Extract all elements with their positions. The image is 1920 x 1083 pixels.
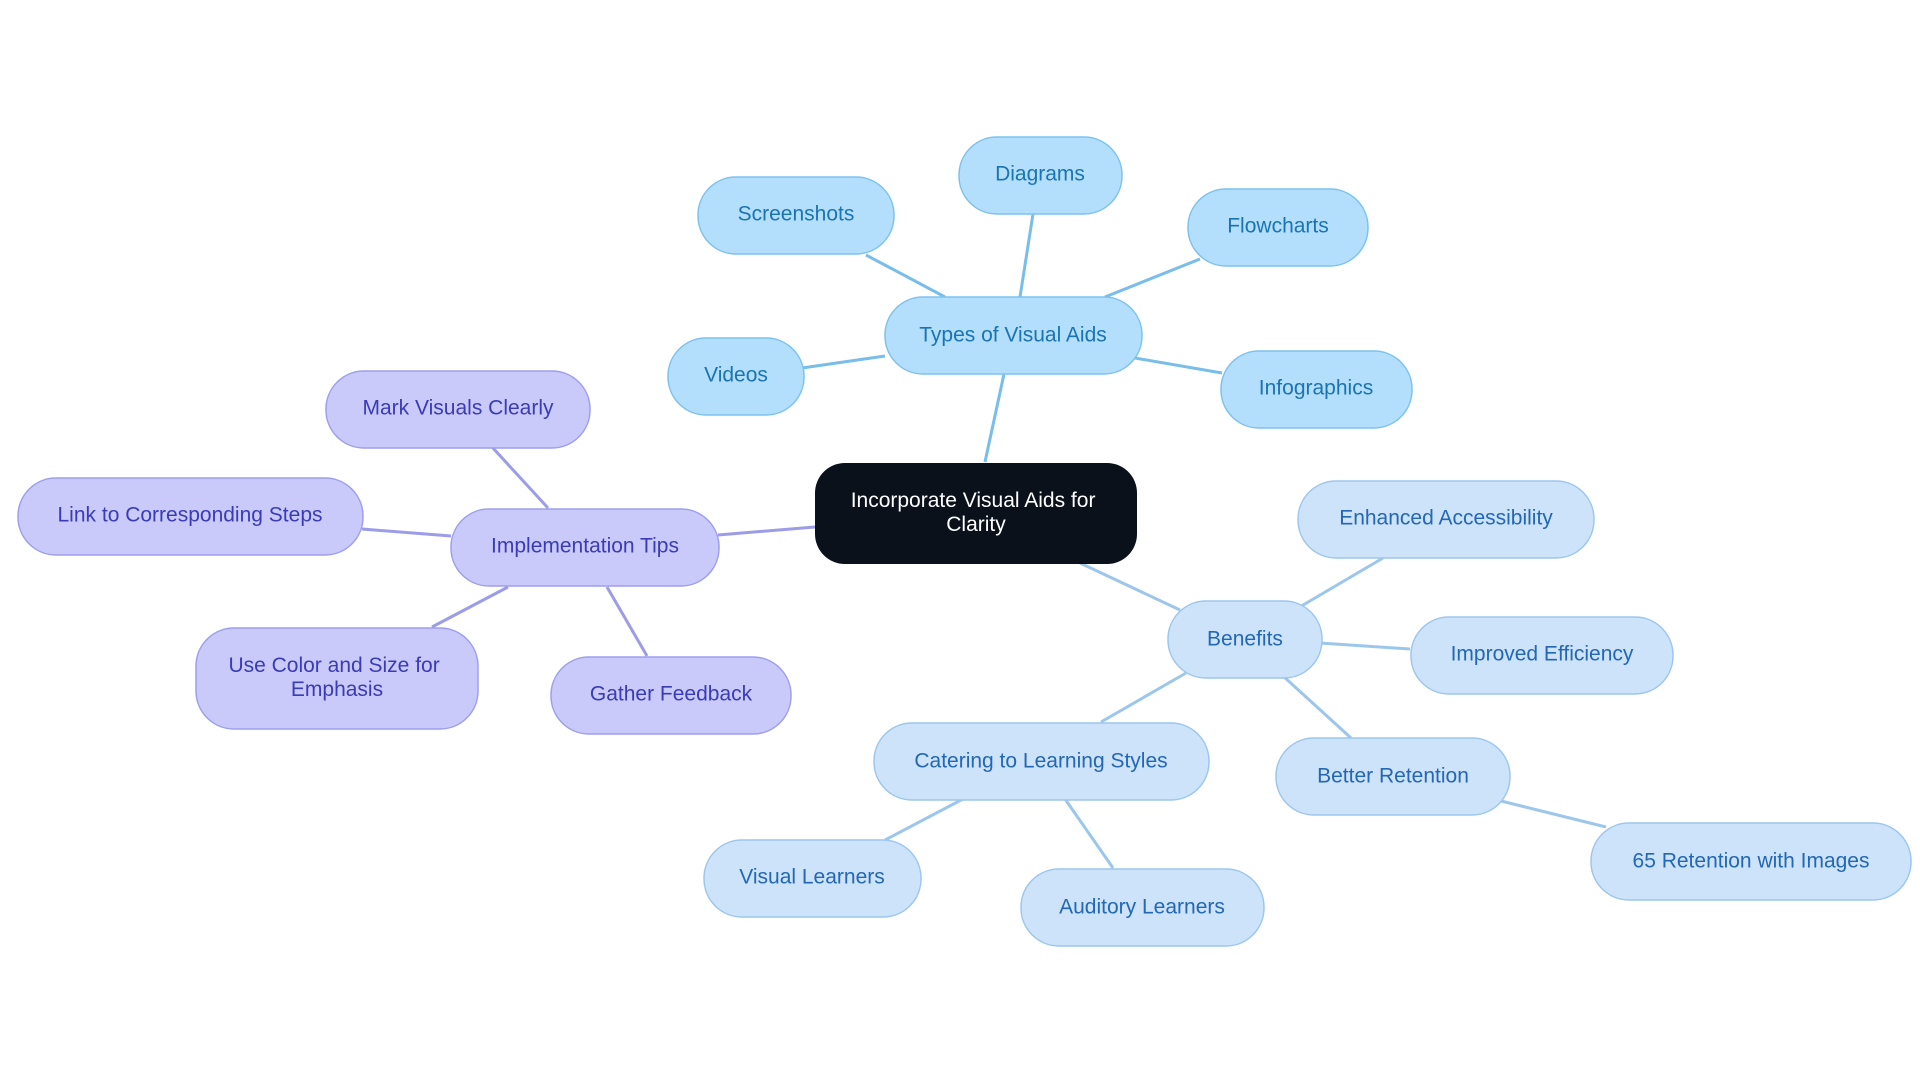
edge-benefits-efficiency <box>1319 641 1411 651</box>
node-videos-shape <box>667 337 805 416</box>
node-learning-styles-label: Catering to Learning Styles <box>914 750 1167 773</box>
node-infographics: Infographics <box>1220 350 1413 429</box>
node-enhanced-accessibility: Enhanced Accessibility <box>1297 480 1595 559</box>
node-link-steps-shape <box>17 477 364 556</box>
edges-tips <box>361 445 816 657</box>
node-better-retention: Better Retention <box>1275 737 1511 816</box>
node-color-size-label-line1: Use Color and Size for <box>228 654 439 677</box>
node-enhanced-accessibility-label: Enhanced Accessibility <box>1339 507 1553 530</box>
node-types: Types of Visual Aids <box>884 296 1143 375</box>
node-improved-efficiency: Improved Efficiency <box>1410 616 1674 695</box>
node-screenshots: Screenshots <box>697 176 895 255</box>
node-auditory-learners: Auditory Learners <box>1020 868 1265 947</box>
node-color-size-shape <box>195 627 479 730</box>
node-retention-images-shape <box>1590 822 1912 901</box>
node-auditory-learners-label: Auditory Learners <box>1059 896 1225 919</box>
node-infographics-shape <box>1220 350 1413 429</box>
node-link-steps-label: Link to Corresponding Steps <box>58 504 323 527</box>
node-visual-learners-shape <box>703 839 922 918</box>
node-diagrams-shape <box>958 136 1123 215</box>
node-color-size: Use Color and Size for Emphasis <box>195 627 479 730</box>
node-benefits-shape <box>1167 600 1323 679</box>
node-retention-images-label: 65 Retention with Images <box>1633 850 1870 873</box>
node-link-steps: Link to Corresponding Steps <box>17 477 364 556</box>
node-auditory-learners-shape <box>1020 868 1265 947</box>
node-types-label: Types of Visual Aids <box>919 324 1107 347</box>
edges-benefits <box>884 556 1607 869</box>
node-infographics-label: Infographics <box>1259 377 1373 400</box>
node-improved-efficiency-shape <box>1410 616 1674 695</box>
node-learning-styles: Catering to Learning Styles <box>873 722 1210 801</box>
node-screenshots-shape <box>697 176 895 255</box>
node-benefits-label: Benefits <box>1207 628 1283 651</box>
edge-learning-auditory <box>1063 798 1115 869</box>
node-gather-feedback: Gather Feedback <box>550 656 792 735</box>
node-color-size-label-line2: Emphasis <box>291 678 383 701</box>
edge-types-flowcharts <box>1104 257 1201 299</box>
node-color-size-label: Use Color and Size for Emphasis <box>228 654 445 701</box>
edge-root-benefits <box>1079 561 1181 612</box>
edge-types-infographics <box>1134 356 1223 375</box>
edge-root-types <box>983 373 1006 463</box>
node-flowcharts-label: Flowcharts <box>1227 215 1329 238</box>
edge-benefits-learning <box>1100 671 1187 724</box>
node-root-label-line2: Clarity <box>946 513 1006 536</box>
node-better-retention-shape <box>1275 737 1511 816</box>
node-gather-feedback-label: Gather Feedback <box>590 683 753 706</box>
edge-retention-images <box>1496 798 1607 829</box>
node-mark-visuals-shape <box>325 370 591 449</box>
node-mark-visuals: Mark Visuals Clearly <box>325 370 591 449</box>
node-tips-label: Implementation Tips <box>491 535 679 558</box>
node-root: Incorporate Visual Aids for Clarity <box>815 463 1137 564</box>
edge-types-screenshots <box>865 253 946 299</box>
node-learning-styles-shape <box>873 722 1210 801</box>
node-flowcharts: Flowcharts <box>1187 188 1369 267</box>
node-root-shape <box>815 463 1137 564</box>
node-visual-learners-label: Visual Learners <box>739 866 885 889</box>
edge-types-diagrams <box>1018 213 1035 298</box>
node-videos-label: Videos <box>704 364 768 387</box>
node-flowcharts-shape <box>1187 188 1369 267</box>
node-gather-feedback-shape <box>550 656 792 735</box>
edge-tips-mark <box>490 445 550 510</box>
node-tips: Implementation Tips <box>450 508 720 587</box>
node-root-label: Incorporate Visual Aids for Clarity <box>851 489 1102 536</box>
edge-benefits-retention <box>1281 674 1353 740</box>
node-improved-efficiency-label: Improved Efficiency <box>1451 643 1634 666</box>
node-better-retention-label: Better Retention <box>1317 765 1469 788</box>
node-types-shape <box>884 296 1143 375</box>
node-screenshots-label: Screenshots <box>738 203 855 226</box>
edges-types <box>801 213 1223 463</box>
edge-tips-color <box>431 585 509 629</box>
node-root-label-line1: Incorporate Visual Aids for <box>851 489 1096 512</box>
node-visual-learners: Visual Learners <box>703 839 922 918</box>
node-videos: Videos <box>667 337 805 416</box>
edge-root-tips <box>717 525 816 537</box>
node-tips-shape <box>450 508 720 587</box>
node-diagrams: Diagrams <box>958 136 1123 215</box>
node-diagrams-label: Diagrams <box>995 163 1085 186</box>
edge-tips-feedback <box>605 586 649 657</box>
edge-learning-visual <box>884 797 964 842</box>
node-retention-images: 65 Retention with Images <box>1590 822 1912 901</box>
node-mark-visuals-label: Mark Visuals Clearly <box>363 397 554 420</box>
edge-types-videos <box>801 354 886 370</box>
node-enhanced-accessibility-shape <box>1297 480 1595 559</box>
edge-tips-link <box>361 527 452 538</box>
node-benefits: Benefits <box>1167 600 1323 679</box>
edge-benefits-accessibility <box>1297 556 1384 610</box>
